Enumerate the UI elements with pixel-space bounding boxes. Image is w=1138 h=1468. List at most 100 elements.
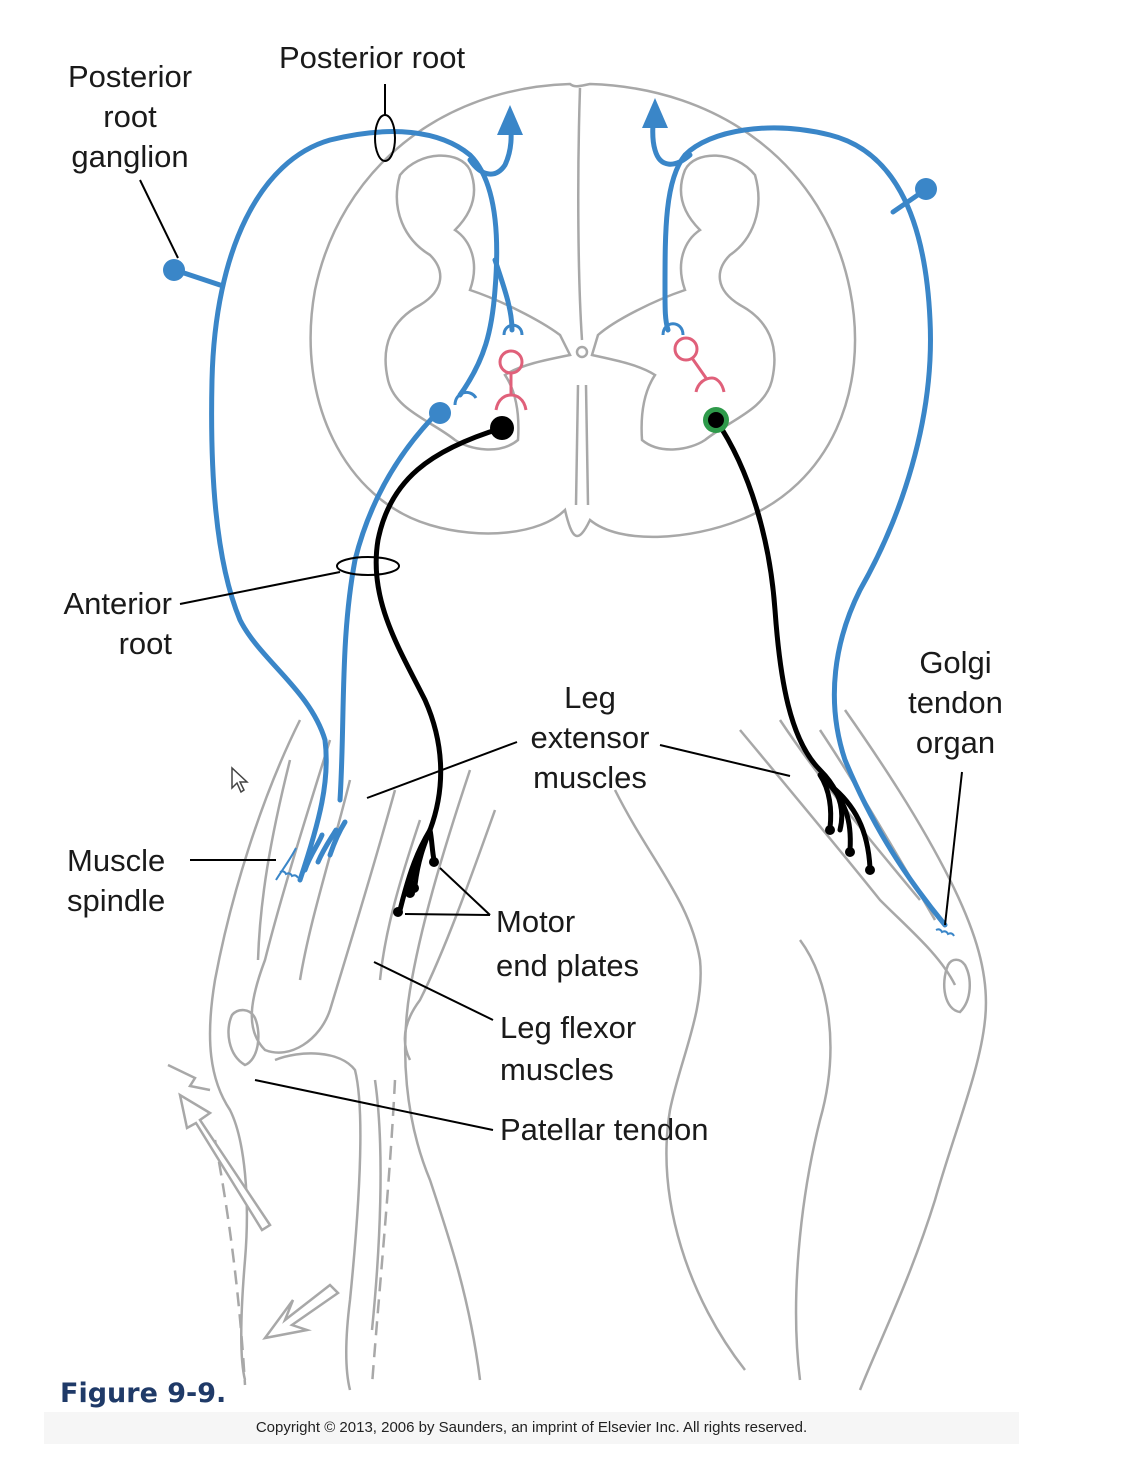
left-patella — [227, 1008, 260, 1067]
left-synapse-cap — [453, 390, 478, 406]
reflex-tap-arrows — [167, 1063, 340, 1340]
right-end-plate-1 — [817, 772, 834, 831]
motor-terminals — [393, 416, 875, 917]
left-thigh-outer — [208, 719, 302, 1381]
golgi-tendon-organ-icon — [935, 928, 955, 937]
motor-end-plates-leader-2 — [404, 913, 491, 916]
right-inner-leg — [794, 939, 832, 1381]
left-posterior-root-ganglion — [163, 259, 185, 281]
label-extensor-line-1: Leg — [564, 680, 616, 715]
label-golgi-line-3: organ — [915, 725, 996, 760]
golgi-leader — [944, 771, 963, 926]
left-interneuron-cap — [502, 323, 524, 336]
label-golgi-tendon-organ: Golgi tendon organ — [893, 643, 1018, 763]
leader-lines — [139, 179, 963, 1131]
spinal-cord-outline — [309, 82, 857, 539]
anterior-median-fissure — [574, 384, 590, 506]
left-motor-neuron-body — [490, 416, 514, 440]
right-afferent-fiber — [662, 125, 948, 928]
patellar-tendon-leader — [254, 1079, 494, 1131]
right-interneuron — [673, 336, 699, 362]
label-anterior-root-line-1: Anterior — [63, 586, 172, 621]
label-ganglion-line-2: root — [103, 99, 157, 134]
posterior-median-septum — [577, 87, 584, 341]
kick-arrow-icon — [262, 1283, 340, 1340]
label-posterior-root-text: Posterior root — [279, 40, 466, 75]
label-golgi-line-2: tendon — [908, 685, 1003, 720]
left-end-plate-tip-3 — [429, 857, 439, 867]
posterior-root-ring — [374, 114, 396, 162]
left-sensory-terminal — [429, 402, 451, 424]
left-end-plate-tip-4 — [405, 888, 415, 898]
label-end-plates-line-2: end plates — [496, 948, 640, 983]
right-interneuron-axon — [690, 357, 726, 393]
copyright-notice: Copyright © 2013, 2006 by Saunders, an i… — [44, 1412, 1019, 1444]
right-thigh-inner — [739, 729, 957, 986]
tap-spark-icon — [167, 1063, 211, 1092]
sensory-neurons — [172, 107, 948, 928]
left-muscle-b — [298, 779, 352, 981]
left-motor-axon — [373, 425, 505, 833]
leg-extensor-leader-left — [366, 741, 518, 799]
interneurons — [494, 336, 726, 411]
label-golgi-line-1: Golgi — [919, 645, 992, 680]
right-thigh-outer — [843, 709, 988, 1391]
figure-caption: Figure 9-9. — [60, 1378, 227, 1409]
label-extensor-line-2: extensor — [530, 720, 650, 755]
motor-neurons — [373, 417, 873, 913]
motor-end-plates-leader-1 — [439, 867, 491, 916]
root-markers — [336, 84, 400, 576]
label-extensor-line-3: muscles — [533, 760, 647, 795]
anterior-root-leader — [179, 571, 341, 605]
anterior-root-ring — [336, 556, 400, 576]
left-muscle-c — [378, 819, 422, 981]
label-posterior-root: Posterior root — [279, 38, 465, 78]
right-patella — [943, 958, 971, 1014]
right-ascending-arrowhead — [642, 98, 668, 128]
label-posterior-root-ganglion: Posterior root ganglion — [55, 57, 205, 177]
gray-matter-right — [590, 154, 776, 451]
label-patellar-text: Patellar tendon — [500, 1112, 709, 1147]
label-anterior-root-line-2: root — [118, 626, 172, 661]
label-leg-extensor-muscles: Leg extensor muscles — [515, 678, 665, 798]
left-muscle-d — [403, 809, 497, 1061]
inhibited-motor-neuron — [703, 407, 729, 433]
label-spindle-line-2: spindle — [67, 883, 166, 918]
left-calf-dashed — [370, 1079, 397, 1386]
label-ganglion-line-1: Posterior — [67, 59, 193, 94]
label-spindle-line-1: Muscle — [67, 843, 166, 878]
label-flexor-line-1: Leg flexor — [500, 1010, 637, 1045]
right-motor-axon — [713, 417, 845, 833]
label-leg-flexor-muscles: Leg flexor muscles — [500, 1007, 636, 1091]
right-interneuron-cap — [661, 322, 685, 336]
label-patellar-tendon: Patellar tendon — [500, 1110, 709, 1150]
leg-extensor-leader-right — [659, 744, 791, 777]
label-motor-end-plates: Motor end plates — [496, 900, 639, 988]
leg-flexor-leader — [373, 961, 494, 1021]
right-end-plate-tip-2 — [845, 847, 855, 857]
right-end-plate-tip-3 — [865, 865, 875, 875]
label-anterior-root: Anterior root — [40, 584, 172, 664]
crotch-curve — [613, 789, 746, 1371]
right-motor-neuron-body — [708, 412, 724, 428]
left-shin-dashed — [213, 1139, 247, 1386]
label-muscle-spindle: Muscle spindle — [67, 841, 165, 921]
muscle-spindle-icon — [275, 847, 299, 881]
left-end-plate-tip-1 — [393, 907, 403, 917]
mouse-pointer-icon — [231, 766, 249, 794]
left-ascending-arrowhead — [497, 105, 523, 135]
right-end-plate-3 — [827, 782, 873, 871]
spindle-ending-1 — [302, 832, 325, 873]
central-canal — [575, 345, 589, 359]
sensory-neuron-bodies — [163, 98, 937, 424]
left-afferent-inner-fiber — [337, 407, 443, 803]
right-posterior-root-ganglion — [915, 178, 937, 200]
right-end-plate-tip-1 — [825, 825, 835, 835]
sensory-synaptic-caps — [453, 322, 685, 406]
left-fibula — [370, 1079, 382, 1331]
left-tibia — [274, 1052, 362, 1391]
label-flexor-line-2: muscles — [500, 1052, 614, 1087]
left-afferent-to-interneuron — [492, 257, 515, 333]
left-thigh-inner — [403, 769, 482, 1381]
